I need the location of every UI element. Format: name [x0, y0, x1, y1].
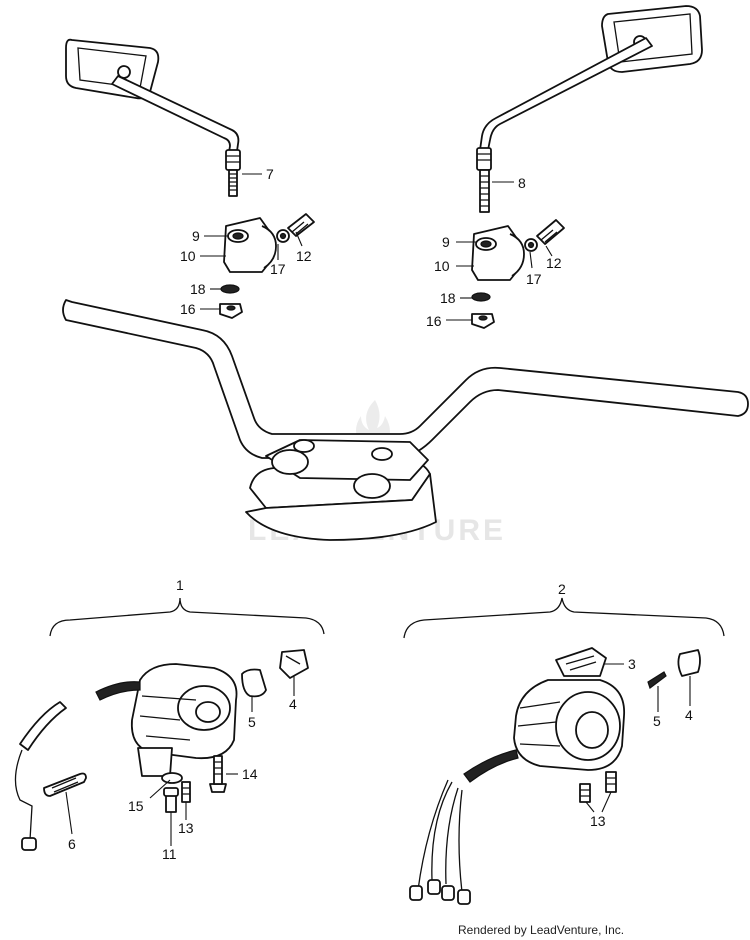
callout-right-5: 5	[653, 713, 661, 729]
leader-lines	[65, 173, 691, 846]
callout-group-1: 1	[176, 577, 184, 593]
callout-left-9: 9	[192, 228, 200, 244]
right-switch-assembly	[409, 647, 701, 905]
callout-left-18: 18	[190, 281, 206, 297]
callout-left-6: 6	[68, 836, 76, 852]
callout-left-16: 16	[180, 301, 196, 317]
left-bracket-parts	[219, 213, 315, 319]
right-mirror	[476, 5, 703, 213]
callout-right-9: 9	[442, 234, 450, 250]
callout-7: 7	[266, 166, 274, 182]
callout-left-14: 14	[242, 766, 258, 782]
callout-labels: 7 8 9 10 12 17 18 16 9 10 12 17 18 16 1 …	[68, 166, 693, 862]
callout-right-4: 4	[685, 707, 693, 723]
callout-left-4: 4	[289, 696, 297, 712]
callout-right-10: 10	[434, 258, 450, 274]
left-switch-assembly	[14, 649, 309, 851]
right-bracket-parts	[471, 219, 565, 329]
credit-line: Rendered by LeadVenture, Inc.	[458, 923, 624, 937]
callout-right-18: 18	[440, 290, 456, 306]
callout-left-17: 17	[270, 261, 286, 277]
callout-right-13: 13	[590, 813, 606, 829]
callout-left-12: 12	[296, 248, 312, 264]
handlebar	[62, 299, 749, 541]
group-2-brace	[403, 597, 725, 639]
callout-right-17: 17	[526, 271, 542, 287]
callout-right-12: 12	[546, 255, 562, 271]
callout-left-11: 11	[162, 846, 177, 862]
callout-left-5: 5	[248, 714, 256, 730]
callout-left-10: 10	[180, 248, 196, 264]
callout-right-16: 16	[426, 313, 442, 329]
callout-left-13: 13	[178, 820, 194, 836]
callout-right-3: 3	[628, 656, 636, 672]
left-mirror	[65, 38, 241, 197]
callout-8: 8	[518, 175, 526, 191]
group-1-brace	[49, 597, 325, 637]
callout-left-15: 15	[128, 798, 144, 814]
callout-group-2: 2	[558, 581, 566, 597]
